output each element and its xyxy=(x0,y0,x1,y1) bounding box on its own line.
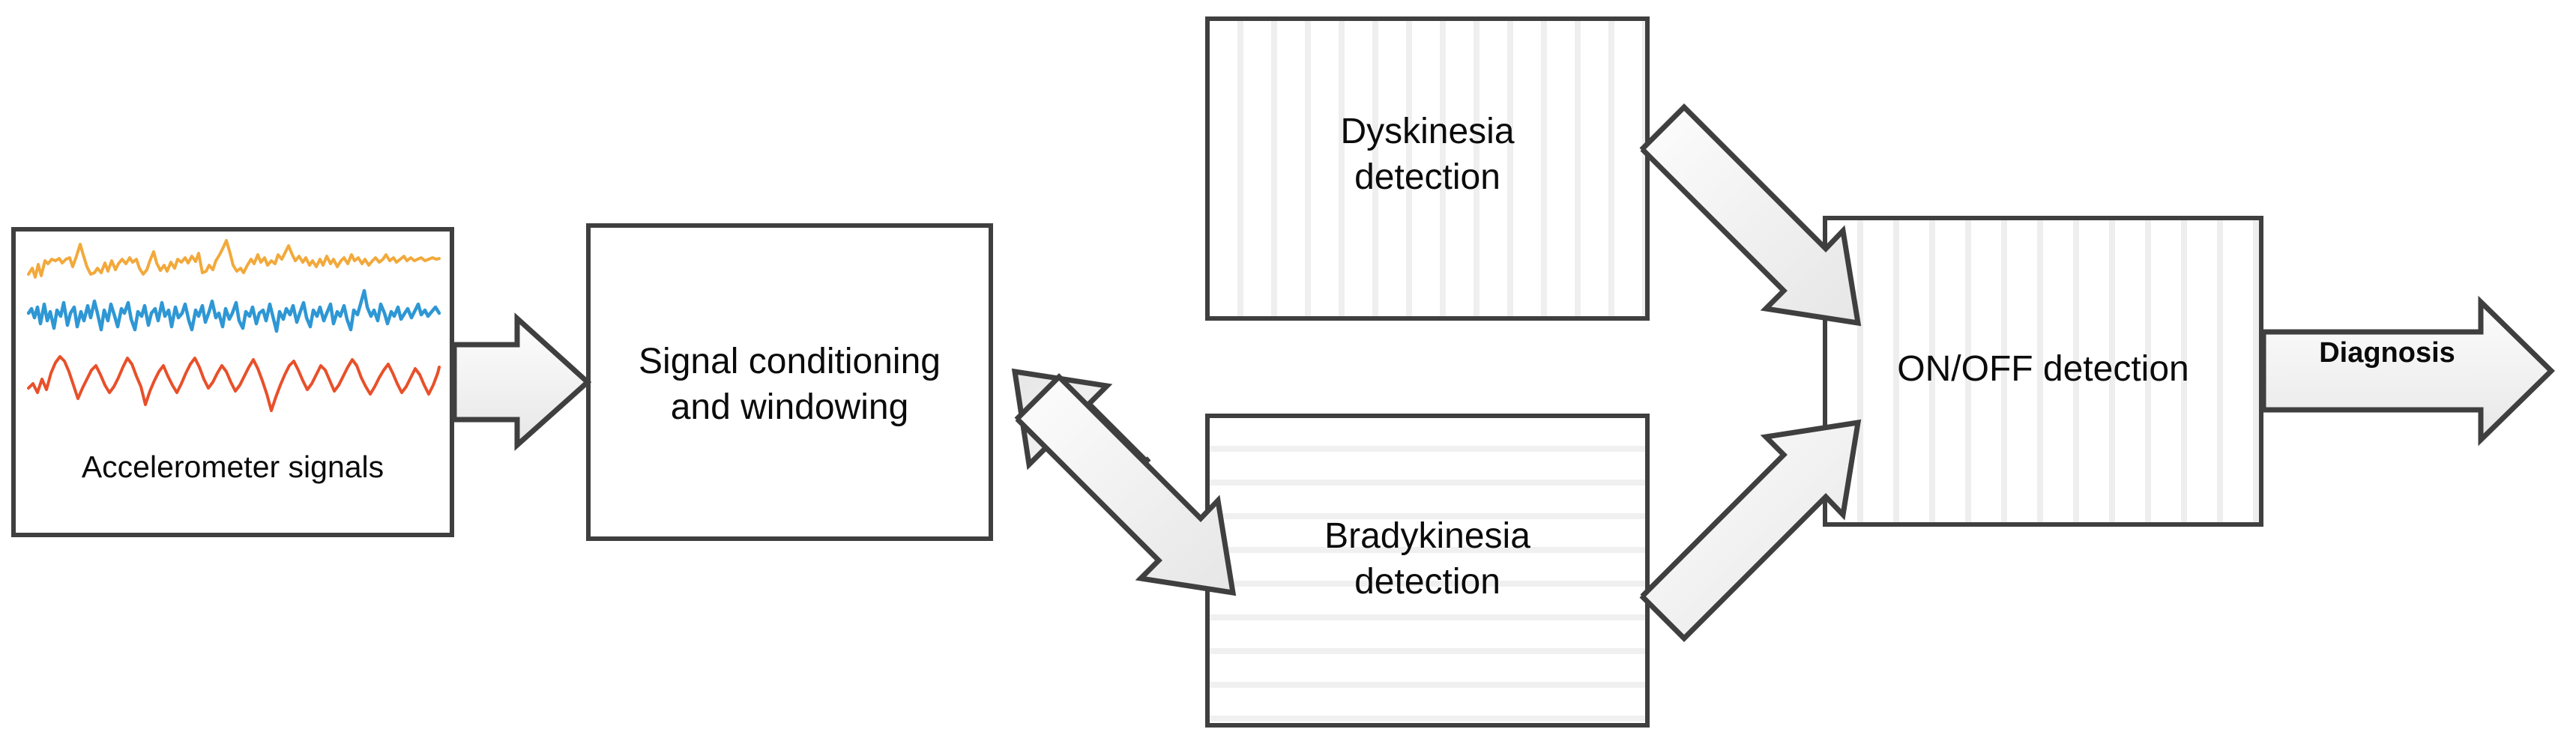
waveform-trace-z xyxy=(27,355,441,412)
dyskinesia-detection-box xyxy=(1205,16,1650,321)
arrow-accel-to-signal xyxy=(451,312,592,451)
arrow-dyskinesia-to-onoff xyxy=(1639,103,1862,327)
arrow-signal-to-bradykinesia xyxy=(1014,373,1237,596)
arrow-bradykinesia-to-onoff xyxy=(1639,419,1862,642)
onoff-detection-box xyxy=(1823,216,2263,527)
accelerometer-waveform-plot xyxy=(27,239,441,412)
waveform-trace-y xyxy=(27,288,441,333)
arrow-onoff-to-diagnosis xyxy=(2260,295,2556,447)
accelerometer-signals-caption: Accelerometer signals xyxy=(81,450,384,484)
waveform-trace-x xyxy=(27,239,441,279)
bradykinesia-detection-box xyxy=(1205,414,1650,728)
